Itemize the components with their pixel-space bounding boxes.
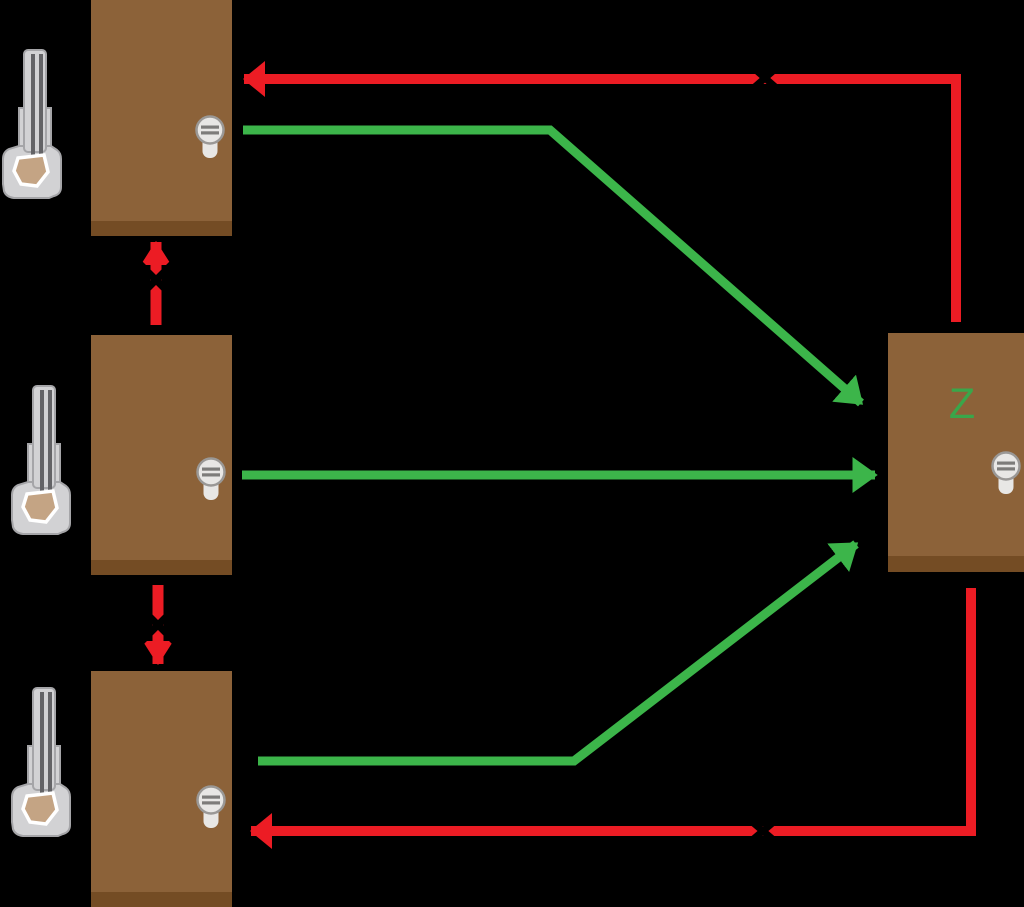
blocked-x-icon <box>132 256 180 304</box>
door-z: Z <box>888 333 1024 572</box>
door-bottom-left <box>91 671 232 907</box>
blocked-x-icon <box>730 47 800 109</box>
red-arrow-z-to-bottom <box>249 588 976 849</box>
key-icon <box>1 48 63 200</box>
key-icon <box>10 384 72 536</box>
door-base-strip <box>91 221 232 236</box>
door-top-left <box>91 0 232 236</box>
door-base-strip <box>91 892 232 907</box>
door-middle-left <box>91 335 232 575</box>
door-base-strip <box>888 556 1024 572</box>
door-z-label: Z <box>949 380 975 428</box>
red-arrow-z-to-top <box>242 61 961 322</box>
green-arrow-top-to-z <box>243 125 864 407</box>
blocked-x-icon <box>134 601 182 649</box>
door-base-strip <box>91 560 232 575</box>
door-panel <box>91 335 232 575</box>
key-icon <box>10 686 72 838</box>
blocked-x-icon <box>728 801 798 861</box>
green-arrow-bottom-to-z <box>258 540 859 766</box>
